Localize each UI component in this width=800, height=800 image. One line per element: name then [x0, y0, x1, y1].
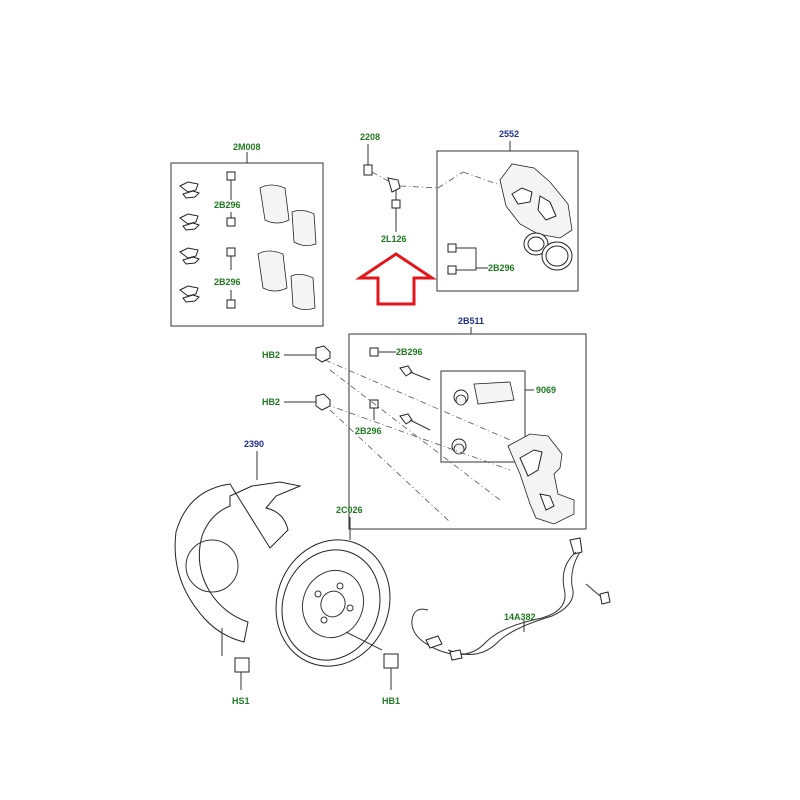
brake-pads [257, 184, 317, 310]
label-9069: 9069 [536, 385, 556, 395]
label-2b511: 2B511 [458, 316, 484, 326]
label-2b296-b: 2B296 [214, 277, 241, 287]
label-2c026: 2C026 [336, 505, 363, 515]
caliper-group: 2552 2B296 [436, 129, 579, 292]
hb2-bolts: HB2 HB2 [262, 345, 331, 411]
label-2b296-e: 2B296 [355, 426, 382, 436]
abs-sensor-group: 14A382 [411, 537, 611, 661]
carrier-box [348, 333, 587, 530]
label-2b296-a: 2B296 [214, 200, 241, 210]
label-2b296-c: 2B296 [488, 263, 515, 273]
brake-disc-group: 2C026 HB1 [275, 505, 400, 706]
bush-kit-box [440, 370, 526, 463]
highlight-up-arrow-icon [355, 252, 437, 306]
label-hb2-b: HB2 [262, 397, 280, 407]
label-2552: 2552 [499, 129, 519, 139]
label-hs1: HS1 [232, 696, 250, 706]
label-14a382: 14A382 [504, 612, 536, 622]
hose-group: 2208 2L126 [360, 132, 464, 244]
pad-kit-bolts [226, 171, 236, 309]
label-2390: 2390 [244, 439, 264, 449]
label-hb1: HB1 [382, 696, 400, 706]
label-2m008: 2M008 [233, 142, 261, 152]
label-2l126: 2L126 [381, 234, 407, 244]
label-2208: 2208 [360, 132, 380, 142]
caliper-box [436, 150, 579, 292]
carrier-group: 2B511 2B296 2B296 9069 [324, 316, 587, 530]
pad-clips [179, 181, 200, 303]
pad-kit-group: 2M008 2B296 2B296 [170, 142, 324, 327]
dust-shield-group: 2390 HS1 [174, 439, 302, 706]
label-hb2-a: HB2 [262, 350, 280, 360]
label-2b296-d: 2B296 [396, 347, 423, 357]
